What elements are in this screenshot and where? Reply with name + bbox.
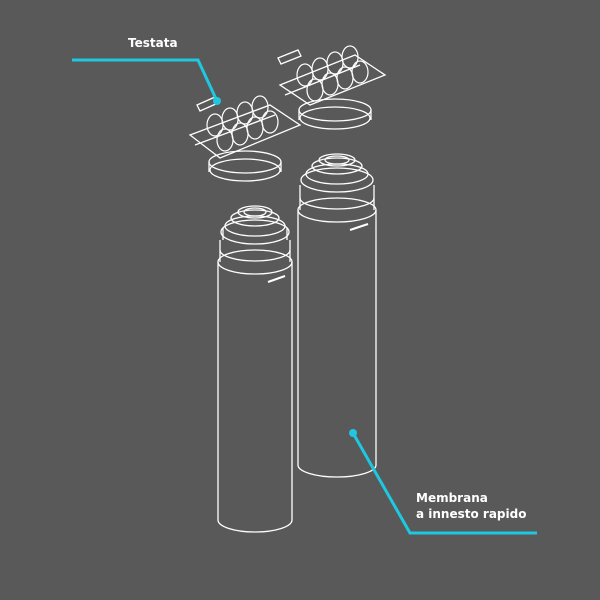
callout-membrane bbox=[349, 429, 537, 535]
right-head bbox=[277, 45, 387, 130]
membrane-label-line2: a innesto rapido bbox=[416, 507, 527, 521]
left-membrane-cartridge bbox=[217, 205, 293, 533]
right-membrane-cartridge bbox=[297, 153, 377, 478]
callout-head bbox=[72, 58, 221, 105]
membrane-label-line1: Membrana bbox=[416, 491, 488, 505]
head-label: Testata bbox=[128, 36, 178, 50]
left-head bbox=[188, 95, 302, 182]
